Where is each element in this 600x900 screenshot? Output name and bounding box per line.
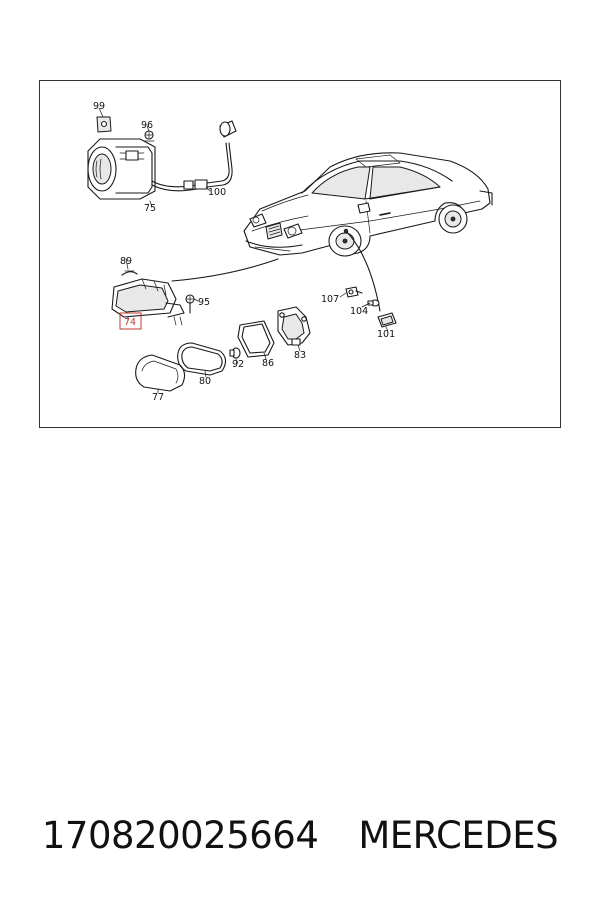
callout-107: 107: [321, 294, 339, 305]
car-illustration: [171, 152, 493, 312]
parts-diagram: 99 96 75 100 89 95 74 107 104 101 92 86 …: [87, 101, 493, 403]
callout-104: 104: [350, 306, 368, 317]
part-number: 170820025664: [41, 813, 319, 857]
fog-lamp-74: [111, 270, 195, 326]
callout-80: 80: [199, 376, 211, 387]
callout-100: 100: [208, 187, 226, 198]
callout-96: 96: [141, 120, 153, 131]
parts-diagram-frame: 99 96 75 100 89 95 74 107 104 101 92 86 …: [39, 80, 561, 428]
callout-75: 75: [144, 203, 156, 214]
part-caption: 170820025664 MERCEDES: [0, 800, 600, 870]
side-marker-parts: [237, 306, 311, 358]
callout-99: 99: [93, 101, 105, 112]
callout-74: 74: [124, 317, 136, 328]
leader-lines: [98, 107, 389, 394]
callout-83: 83: [294, 350, 306, 361]
fog-lamp-assembly: [87, 116, 237, 200]
callout-92: 92: [232, 359, 244, 370]
callout-101: 101: [377, 329, 395, 340]
lens-and-gasket: [135, 342, 241, 392]
callout-77: 77: [152, 392, 164, 403]
callout-labels: 99 96 75 100 89 95 74 107 104 101 92 86 …: [93, 101, 395, 403]
callout-74-highlight-box: [119, 312, 142, 330]
callout-89: 89: [120, 256, 132, 267]
callout-95: 95: [198, 297, 210, 308]
marker-bulb-parts: [345, 286, 397, 328]
brand-name: MERCEDES: [358, 813, 559, 857]
callout-86: 86: [262, 358, 274, 369]
